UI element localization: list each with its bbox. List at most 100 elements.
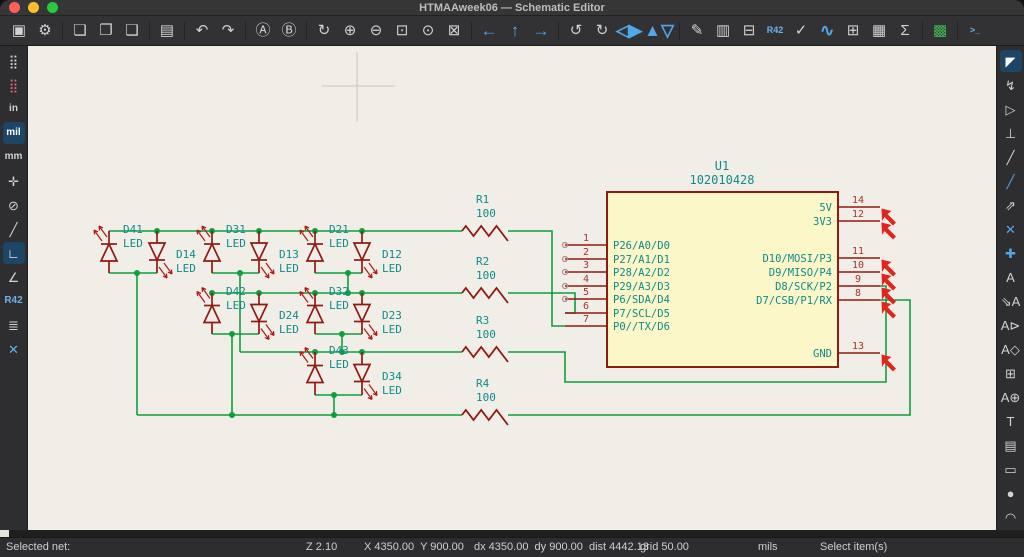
footprint-assign-button[interactable]: ⊟ [737, 19, 761, 43]
hierarchy-navigator-button[interactable]: ≣ [3, 314, 25, 336]
fields-table-button[interactable]: ▦ [867, 19, 891, 43]
junction-button[interactable]: ✚ [1000, 242, 1022, 264]
find-replace-button[interactable]: Ⓑ [277, 19, 301, 43]
paste-button[interactable]: ▤ [155, 19, 179, 43]
ic-U1[interactable]: U11020104281P26/A0/D02P27/A1/D13P28/A2/D… [565, 159, 880, 367]
properties-manager-button[interactable]: ✕ [3, 338, 25, 360]
hierarchical-sheet-button[interactable]: ⊞ [1000, 362, 1022, 384]
page-settings-button[interactable]: ❏ [68, 19, 92, 43]
zoom-in-button[interactable]: ⊕ [338, 19, 362, 43]
find-button[interactable]: Ⓐ [251, 19, 275, 43]
erc-marker-arrow[interactable] [882, 209, 897, 226]
generate-bom-button[interactable]: Σ [893, 19, 917, 43]
erc-marker-arrow[interactable] [882, 223, 897, 240]
led-D14[interactable]: D14LED [149, 231, 196, 278]
redo-button[interactable]: ↷ [216, 19, 240, 43]
no-connect-button[interactable]: ✕ [1000, 218, 1022, 240]
rotate-ccw-button[interactable]: ↺ [564, 19, 588, 43]
toggle-grid-button[interactable]: ⣿ [3, 50, 25, 72]
plot-button[interactable]: ❑ [120, 19, 144, 43]
erc-marker-arrow[interactable] [882, 260, 897, 277]
crosshair-cursor-button[interactable]: ✛ [3, 170, 25, 192]
global-label-button[interactable]: A⊳ [1000, 314, 1022, 336]
wire-mode-45-button[interactable]: ∠ [3, 266, 25, 288]
nav-forward-button[interactable]: → [529, 19, 553, 43]
place-text-button[interactable]: T [1000, 410, 1022, 432]
simulator-button[interactable]: ∿ [815, 19, 839, 43]
draw-rectangle-button[interactable]: ▭ [1000, 458, 1022, 480]
erc-marker-arrow[interactable] [882, 288, 897, 305]
wire-mode-hv-button[interactable]: ∟ [3, 242, 25, 264]
junction-dot[interactable] [331, 412, 337, 418]
led-symbol [354, 365, 370, 382]
mirror-vertical-button[interactable]: ▲▽ [644, 19, 674, 43]
erc-marker-arrow[interactable] [882, 302, 897, 319]
erc-marker-arrow[interactable] [882, 355, 897, 372]
hierarchical-label-button[interactable]: A◇ [1000, 338, 1022, 360]
grid-overrides-button[interactable]: ⣿ [3, 74, 25, 96]
led-D24[interactable]: D24LED [251, 293, 299, 340]
open-pcb-button[interactable]: ▩ [928, 19, 952, 43]
schematic-canvas[interactable]: D41LEDD14LEDD31LEDD13LEDD21LEDD12LEDD42L… [28, 46, 996, 530]
annotate-button[interactable]: R42 [763, 19, 787, 43]
text-box-button[interactable]: ▤ [1000, 434, 1022, 456]
scripting-console-button[interactable]: >_ [963, 19, 987, 43]
led-D12[interactable]: D12LED [354, 231, 402, 278]
save-button[interactable]: ▣ [7, 19, 31, 43]
rotate-cw-button[interactable]: ↻ [590, 19, 614, 43]
refresh-button[interactable]: ↻ [312, 19, 336, 43]
sync-footprints-button[interactable]: ⊞ [841, 19, 865, 43]
highlight-net-button[interactable]: ↯ [1000, 74, 1022, 96]
junction-dot[interactable] [331, 392, 337, 398]
draw-bus-button[interactable]: ╱ [1000, 170, 1022, 192]
led-D23[interactable]: D23LED [354, 293, 402, 340]
schematic-drawing[interactable]: D41LEDD14LEDD31LEDD13LEDD21LEDD12LEDD42L… [28, 46, 996, 530]
netclass-directive-button[interactable]: ⇘A [1000, 290, 1022, 312]
junction-dot[interactable] [134, 270, 140, 276]
hidden-pins-button[interactable]: ⊘ [3, 194, 25, 216]
units-inches-button[interactable]: in [3, 98, 25, 120]
zoom-out-button[interactable]: ⊖ [364, 19, 388, 43]
print-button[interactable]: ❐ [94, 19, 118, 43]
junction-dot[interactable] [339, 331, 345, 337]
resistor-R4[interactable]: R4100 [462, 377, 508, 425]
resistor-R1[interactable]: R1100 [462, 193, 508, 241]
undo-button[interactable]: ↶ [190, 19, 214, 43]
library-links-button[interactable]: ▥ [711, 19, 735, 43]
schematic-text: D12 [382, 248, 402, 261]
junction-dot[interactable] [237, 270, 243, 276]
erc-marker-arrow[interactable] [882, 274, 897, 291]
units-mils-button[interactable]: mil [3, 122, 25, 144]
ic-body[interactable] [607, 192, 838, 367]
zoom-selection-button[interactable]: ⊠ [442, 19, 466, 43]
net-label-button[interactable]: A [1000, 266, 1022, 288]
wire-mode-free-button[interactable]: ╱ [3, 218, 25, 240]
resistor-R3[interactable]: R3100 [462, 314, 508, 362]
schematic-setup-button[interactable]: ⚙ [33, 19, 57, 43]
junction-dot[interactable] [229, 331, 235, 337]
mirror-horizontal-button[interactable]: ◁▶ [616, 19, 642, 43]
zoom-fit-button[interactable]: ⊡ [390, 19, 414, 43]
nav-back-button[interactable]: ← [477, 19, 501, 43]
zoom-objects-button[interactable]: ⊙ [416, 19, 440, 43]
led-D13[interactable]: D13LED [251, 231, 299, 278]
erc-button[interactable]: ✓ [789, 19, 813, 43]
draw-wire-button[interactable]: ╱ [1000, 146, 1022, 168]
resistor-R2[interactable]: R2100 [462, 255, 508, 303]
junction-dot[interactable] [229, 412, 235, 418]
place-power-button[interactable]: ⊥ [1000, 122, 1022, 144]
led-D34[interactable]: D34LED [354, 352, 402, 400]
draw-arc-button[interactable]: ◠ [1000, 506, 1022, 528]
scrollbar-track[interactable] [0, 530, 1024, 537]
wire[interactable] [508, 231, 565, 326]
draw-circle-button[interactable]: ● [1000, 482, 1022, 504]
edit-symbols-button[interactable]: ✎ [685, 19, 709, 43]
hidden-fields-button[interactable]: R42 [3, 290, 25, 312]
junction-dot[interactable] [345, 270, 351, 276]
select-tool-button[interactable]: ◤ [1000, 50, 1022, 72]
place-symbol-button[interactable]: ▷ [1000, 98, 1022, 120]
nav-up-button[interactable]: ↑ [503, 19, 527, 43]
bus-entry-button[interactable]: ⇗ [1000, 194, 1022, 216]
sheet-pin-button[interactable]: A⊕ [1000, 386, 1022, 408]
units-mm-button[interactable]: mm [3, 146, 25, 168]
